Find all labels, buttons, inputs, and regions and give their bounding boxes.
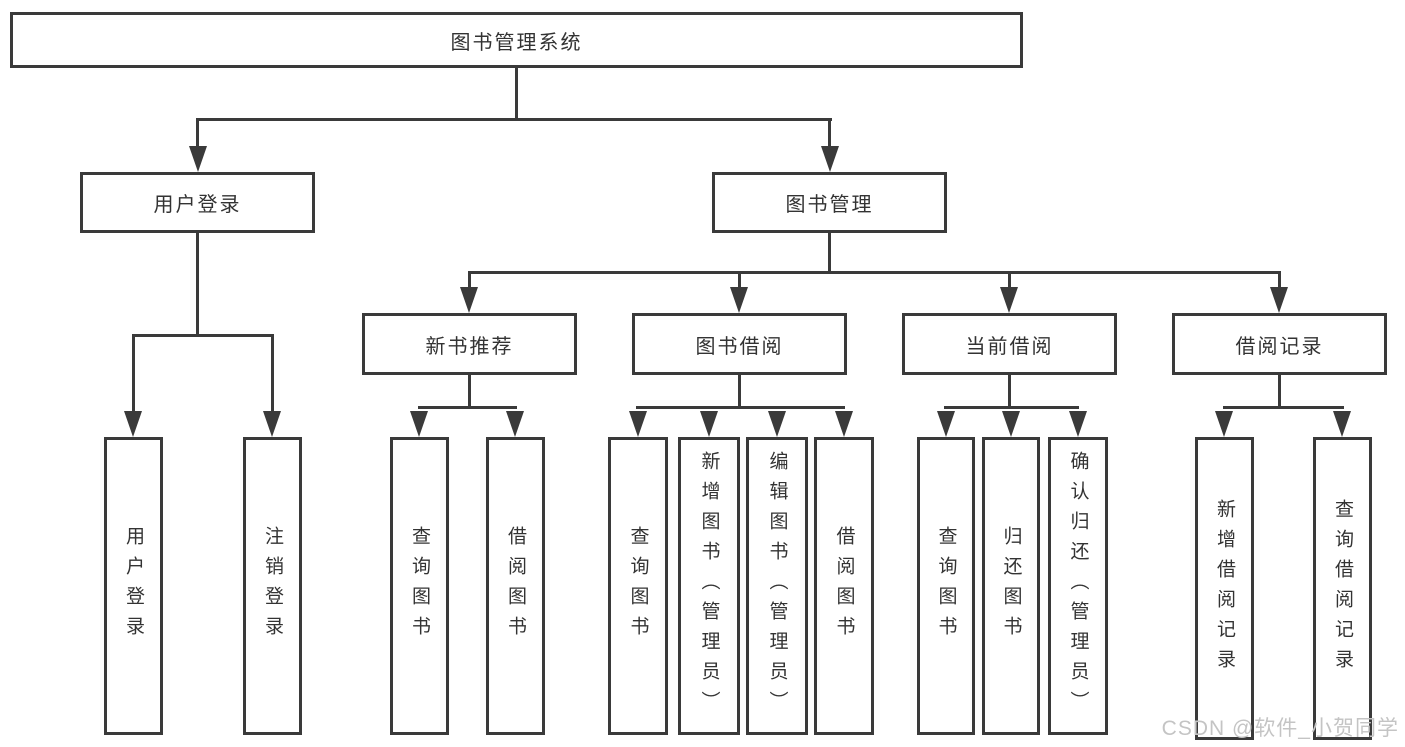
node-borrow-record-label: 借阅记录 [1235, 335, 1324, 358]
node-book-borrow: 图书借阅 [632, 313, 847, 375]
leaf-borrow-books-label: 借阅图书 [833, 526, 855, 646]
node-current-borrow: 当前借阅 [902, 313, 1117, 375]
leaf-borrow-books: 借阅图书 [814, 437, 874, 735]
node-root: 图书管理系统 [10, 12, 1023, 68]
node-root-label: 图书管理系统 [450, 31, 583, 54]
csdn-watermark: CSDN @软件_小贺同学 [1161, 717, 1399, 740]
connector-line [738, 271, 741, 290]
leaf-query-books-current: 查询图书 [917, 437, 975, 735]
arrowhead-icon [460, 287, 478, 313]
connector-line [271, 334, 274, 412]
leaf-query-books-current-label: 查询图书 [935, 526, 957, 646]
connector-line [828, 118, 831, 148]
node-book-borrow-label: 图书借阅 [695, 335, 784, 358]
connector-line [196, 118, 199, 148]
leaf-edit-book-admin-label: 编辑图书（管理员） [766, 451, 788, 721]
arrowhead-icon [1000, 287, 1018, 313]
arrowhead-icon [937, 411, 955, 437]
leaf-confirm-return-admin-label: 确认归还（管理员） [1067, 451, 1089, 721]
leaf-add-book-admin-label: 新增图书（管理员） [698, 451, 720, 721]
connector-line [1278, 375, 1281, 408]
leaf-return-books: 归还图书 [982, 437, 1040, 735]
connector-line [1008, 271, 1011, 290]
connector-line [196, 233, 199, 337]
connector-line [468, 271, 471, 290]
arrowhead-icon [1333, 411, 1351, 437]
leaf-logout: 注销登录 [243, 437, 302, 735]
connector-line [468, 271, 1280, 274]
arrowhead-icon [410, 411, 428, 437]
leaf-confirm-return-admin: 确认归还（管理员） [1048, 437, 1108, 735]
arrowhead-icon [629, 411, 647, 437]
leaf-user-login: 用户登录 [104, 437, 163, 735]
leaf-logout-label: 注销登录 [262, 526, 283, 646]
connector-line [944, 406, 1079, 409]
node-borrow-record: 借阅记录 [1172, 313, 1387, 375]
arrowhead-icon [835, 411, 853, 437]
arrowhead-icon [263, 411, 281, 437]
leaf-query-books-borrow-label: 查询图书 [627, 526, 649, 646]
node-book-management: 图书管理 [712, 172, 947, 233]
arrowhead-icon [730, 287, 748, 313]
leaf-borrow-books-recommend-label: 借阅图书 [505, 526, 526, 646]
leaf-edit-book-admin: 编辑图书（管理员） [746, 437, 808, 735]
connector-line [132, 334, 274, 337]
leaf-query-books-recommend-label: 查询图书 [409, 526, 430, 646]
node-new-book-recommend-label: 新书推荐 [425, 335, 514, 358]
connector-line [515, 68, 518, 121]
connector-line [636, 406, 845, 409]
node-book-management-label: 图书管理 [785, 194, 874, 216]
node-current-borrow-label: 当前借阅 [965, 335, 1054, 358]
leaf-add-borrow-record-label: 新增借阅记录 [1214, 498, 1235, 679]
connector-line [828, 233, 831, 274]
connector-line [196, 118, 832, 121]
leaf-query-books-recommend: 查询图书 [390, 437, 449, 735]
arrowhead-icon [1069, 411, 1087, 437]
node-user-login: 用户登录 [80, 172, 315, 233]
arrowhead-icon [700, 411, 718, 437]
leaf-query-borrow-record-label: 查询借阅记录 [1332, 498, 1353, 679]
node-user-login-label: 用户登录 [153, 194, 242, 216]
arrowhead-icon [768, 411, 786, 437]
connector-line [1008, 375, 1011, 408]
leaf-query-borrow-record: 查询借阅记录 [1313, 437, 1372, 740]
leaf-return-books-label: 归还图书 [1000, 526, 1022, 646]
arrowhead-icon [821, 146, 839, 172]
leaf-add-book-admin: 新增图书（管理员） [678, 437, 740, 735]
leaf-add-borrow-record: 新增借阅记录 [1195, 437, 1254, 740]
node-new-book-recommend: 新书推荐 [362, 313, 577, 375]
arrowhead-icon [189, 146, 207, 172]
connector-line [1278, 271, 1281, 290]
connector-line [738, 375, 741, 408]
arrowhead-icon [506, 411, 524, 437]
connector-line [468, 375, 471, 408]
arrowhead-icon [1002, 411, 1020, 437]
arrowhead-icon [1215, 411, 1233, 437]
leaf-user-login-label: 用户登录 [123, 526, 144, 646]
connector-line [1223, 406, 1344, 409]
leaf-query-books-borrow: 查询图书 [608, 437, 668, 735]
connector-line [132, 334, 135, 412]
arrowhead-icon [1270, 287, 1288, 313]
arrowhead-icon [124, 411, 142, 437]
connector-line [418, 406, 517, 409]
leaf-borrow-books-recommend: 借阅图书 [486, 437, 545, 735]
